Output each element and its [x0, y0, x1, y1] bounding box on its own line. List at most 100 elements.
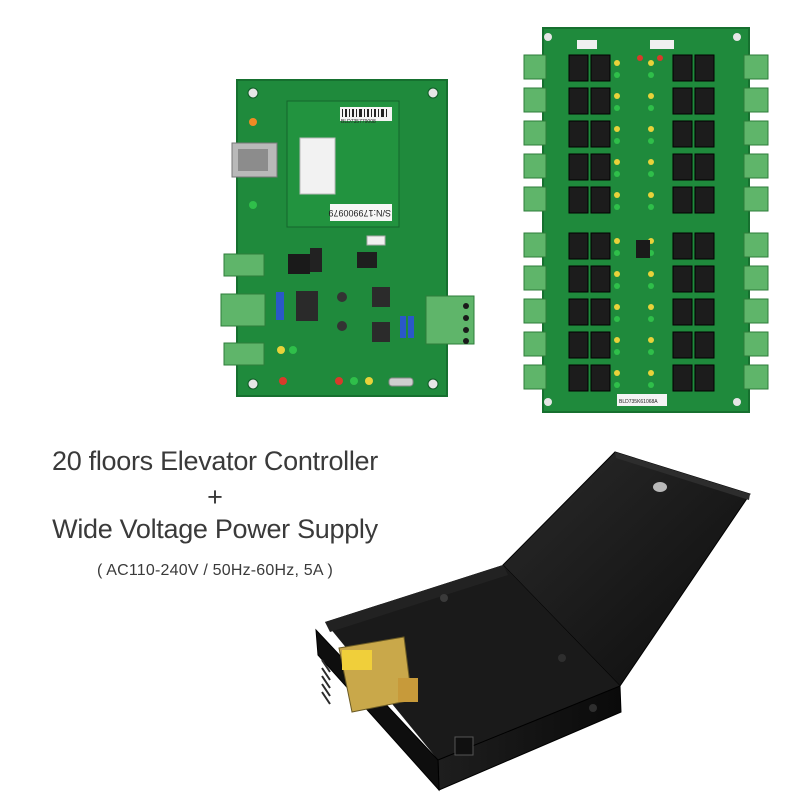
relay: [568, 153, 589, 181]
relay: [672, 232, 693, 260]
relay: [568, 364, 589, 392]
terminal-block: [523, 153, 547, 179]
relay: [590, 265, 611, 293]
led-indicator: [614, 250, 620, 256]
led-indicator: [614, 370, 620, 376]
relay: [694, 153, 715, 181]
led-indicator: [648, 192, 654, 198]
terminal-block: [743, 331, 769, 357]
relay: [672, 54, 693, 82]
led-indicator: [648, 337, 654, 343]
relay: [590, 232, 611, 260]
relay: [672, 186, 693, 214]
relay: [672, 364, 693, 392]
relay-grid: [523, 54, 769, 392]
led-indicator: [648, 72, 654, 78]
relay: [694, 331, 715, 359]
led-indicator: [614, 337, 620, 343]
terminal-block: [743, 232, 769, 258]
led-indicator: [648, 370, 654, 376]
relay: [694, 265, 715, 293]
relay: [672, 265, 693, 293]
terminal-block: [743, 364, 769, 390]
terminal-block: [523, 120, 547, 146]
led-indicator: [614, 138, 620, 144]
led-indicator: [614, 283, 620, 289]
led-indicator: [648, 159, 654, 165]
terminal-block: [523, 331, 547, 357]
led-indicator: [614, 171, 620, 177]
relay: [694, 120, 715, 148]
relay: [672, 331, 693, 359]
relay: [694, 232, 715, 260]
led-indicator: [614, 238, 620, 244]
relay: [672, 87, 693, 115]
led-indicator: [657, 55, 663, 61]
relay: [694, 298, 715, 326]
terminal-block: [743, 298, 769, 324]
terminal-block: [743, 54, 769, 80]
relay: [694, 87, 715, 115]
relay: [568, 186, 589, 214]
controller-board: [220, 79, 475, 397]
led-indicator: [648, 271, 654, 277]
led-indicator: [648, 204, 654, 210]
relay: [568, 54, 589, 82]
relay: [590, 364, 611, 392]
led-indicator: [614, 72, 620, 78]
caption-specs: ( AC110-240V / 50Hz-60Hz, 5A ): [96, 562, 334, 579]
led-indicator: [614, 126, 620, 132]
terminal-block: [523, 265, 547, 291]
terminal-block: [743, 153, 769, 179]
relay: [568, 265, 589, 293]
led-indicator: [614, 271, 620, 277]
led-indicator: [614, 382, 620, 388]
led-indicator: [614, 192, 620, 198]
serial-number-label: S/N:179900979: [328, 208, 391, 218]
relay: [694, 364, 715, 392]
led-indicator: [648, 304, 654, 310]
led-indicator: [614, 316, 620, 322]
relay: [568, 298, 589, 326]
caption-plus: +: [207, 482, 223, 512]
relay: [694, 54, 715, 82]
caption-product-name: 20 floors Elevator Controller: [52, 446, 378, 476]
led-indicator: [648, 171, 654, 177]
relay: [590, 298, 611, 326]
terminal-block: [523, 186, 547, 212]
led-indicator: [648, 126, 654, 132]
led-indicator: [614, 159, 620, 165]
relay: [568, 331, 589, 359]
relay: [568, 232, 589, 260]
terminal-block: [523, 232, 547, 258]
terminal-block: [523, 298, 547, 324]
led-indicator: [648, 349, 654, 355]
led-indicator: [614, 93, 620, 99]
terminal-block: [523, 364, 547, 390]
relay: [672, 120, 693, 148]
relay: [694, 186, 715, 214]
terminal-block: [523, 87, 547, 113]
terminal-block: [743, 265, 769, 291]
relay: [590, 54, 611, 82]
barcode-label-bottom: BLD735K61068A: [619, 399, 658, 405]
led-indicator: [614, 349, 620, 355]
relay: [590, 186, 611, 214]
relay: [568, 120, 589, 148]
led-indicator: [614, 304, 620, 310]
led-indicator: [648, 138, 654, 144]
led-indicator: [637, 55, 643, 61]
led-indicator: [648, 93, 654, 99]
led-indicator: [614, 60, 620, 66]
led-indicator: [648, 60, 654, 66]
relay: [590, 331, 611, 359]
relay: [672, 298, 693, 326]
led-indicator: [648, 316, 654, 322]
caption-power-supply: Wide Voltage Power Supply: [52, 514, 378, 544]
ic-chip: [636, 240, 650, 258]
power-supply-box: [315, 451, 751, 792]
led-indicator: [614, 105, 620, 111]
relay: [590, 120, 611, 148]
terminal-block: [743, 186, 769, 212]
